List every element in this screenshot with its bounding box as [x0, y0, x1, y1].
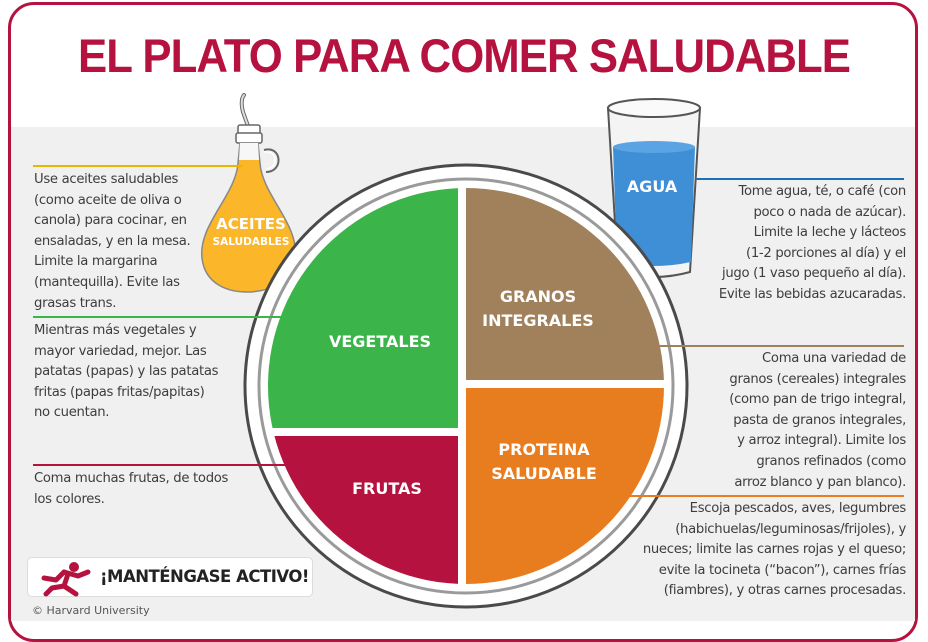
- stay-active-label: ¡MANTÉNGASE ACTIVO!: [100, 567, 309, 586]
- water-glass-icon: AGUA: [606, 98, 702, 278]
- running-person-icon: [41, 562, 91, 597]
- protein-description: Escoja pescados, aves, legumbres (habich…: [642, 501, 906, 599]
- water-label: AGUA: [627, 177, 678, 196]
- grains-rule: [645, 345, 904, 347]
- oils-label-line2: SALUDABLES: [213, 236, 290, 248]
- fruits-label: FRUTAS: [352, 479, 422, 498]
- protein-label-line1: PROTEINA: [498, 440, 590, 459]
- stay-active-badge: ¡MANTÉNGASE ACTIVO!: [27, 557, 313, 597]
- copyright: © Harvard University: [32, 604, 150, 617]
- oils-rule: [33, 165, 243, 167]
- page-title: EL PLATO PARA COMER SALUDABLE: [78, 29, 851, 82]
- oils-description: Use aceites saludables (como aceite de o…: [34, 172, 191, 311]
- fruits-rule: [33, 464, 297, 466]
- protein-label-line2: SALUDABLE: [491, 464, 597, 483]
- protein-rule: [614, 495, 904, 497]
- oils-label-line1: ACEITES: [216, 215, 286, 233]
- plate-illustration: ACEITES SALUDABLES AGUA VEGETALES FRUTAS…: [201, 93, 702, 609]
- grains-label-line1: GRANOS: [500, 287, 576, 306]
- vegetables-label: VEGETALES: [329, 332, 431, 351]
- fruits-description: Coma muchas frutas, de todos los colores…: [34, 471, 229, 507]
- oil-bottle-icon: ACEITES SALUDABLES: [201, 93, 297, 293]
- water-rule: [696, 178, 904, 180]
- grains-description: Coma una variedad de granos (cereales) i…: [729, 351, 906, 490]
- water-description: Tome agua, té, o café (con poco o nada d…: [718, 184, 906, 302]
- grains-label-line2: INTEGRALES: [482, 311, 594, 330]
- vegetables-description: Mientras más vegetales y mayor variedad,…: [34, 323, 219, 421]
- vegetables-rule: [33, 316, 295, 318]
